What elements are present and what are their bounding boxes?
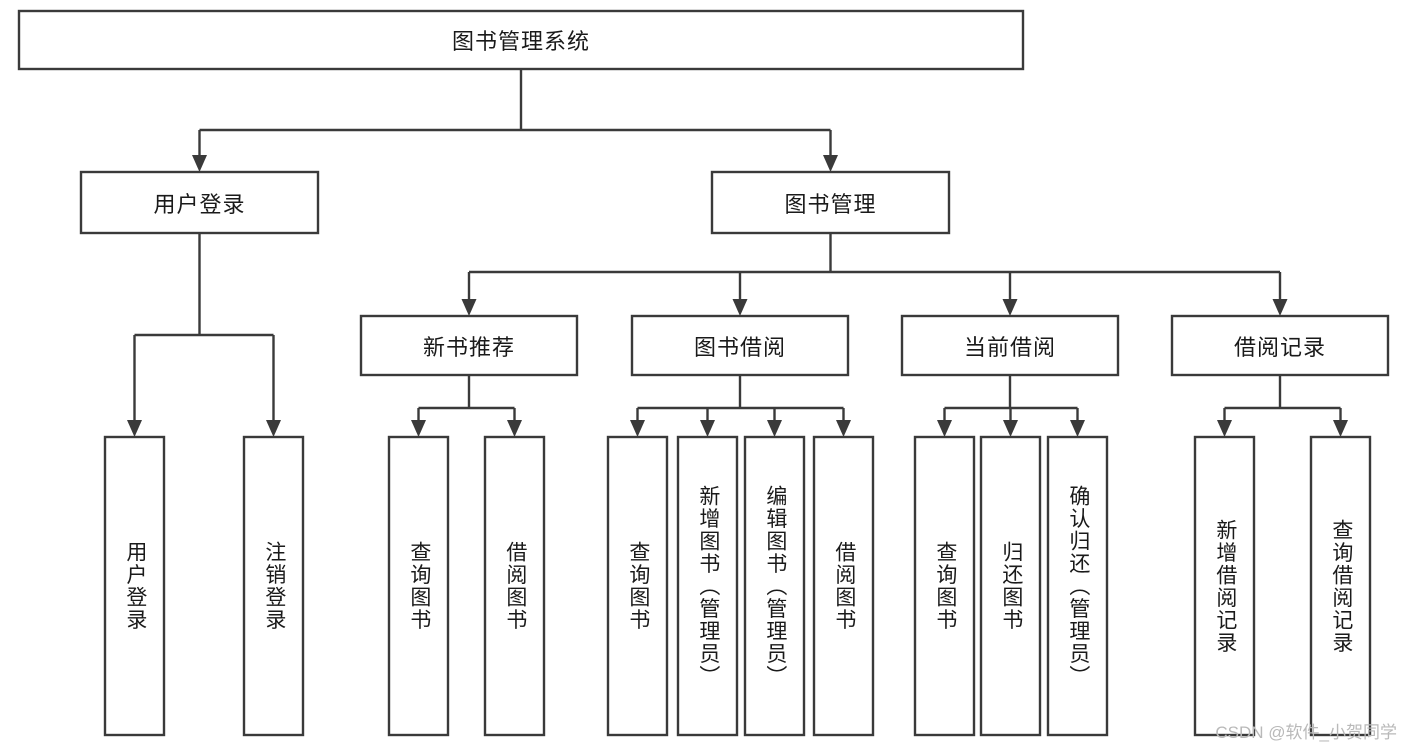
arrow-head-icon (732, 299, 748, 316)
node-l3_0-box (359, 314, 579, 377)
arrow-head-icon (700, 420, 715, 437)
node-leaf_1-box (242, 435, 305, 737)
edge-group-l2_0 (127, 233, 281, 437)
node-leaf_8-box (913, 435, 976, 737)
arrow-head-icon (266, 420, 281, 437)
arrow-head-icon (411, 420, 426, 437)
edge-group-l3_2 (937, 375, 1085, 437)
node-l2_1-box (710, 170, 951, 235)
arrow-head-icon (1003, 420, 1018, 437)
arrow-head-icon (192, 155, 207, 172)
arrow-head-icon (823, 155, 838, 172)
arrow-head-icon (767, 420, 782, 437)
node-leaf_4-box (606, 435, 669, 737)
edge-group-l2_1 (461, 233, 1288, 316)
node-root-box (17, 9, 1025, 71)
arrow-head-icon (127, 420, 142, 437)
node-l2_0-box (79, 170, 320, 235)
node-leaf_6-box (743, 435, 806, 737)
edge-group-l3_0 (411, 375, 522, 437)
node-leaf_2-box (387, 435, 450, 737)
arrow-head-icon (507, 420, 522, 437)
node-leaf_10-box (1046, 435, 1109, 737)
node-leaf_3-box (483, 435, 546, 737)
arrow-head-icon (836, 420, 851, 437)
arrow-head-icon (1217, 420, 1232, 437)
edge-group-l3_3 (1217, 375, 1348, 437)
node-leaf_11-box (1193, 435, 1256, 737)
node-l3_1-box (630, 314, 850, 377)
node-leaf_12-box (1309, 435, 1372, 737)
node-l3_2-box (900, 314, 1120, 377)
edge-group-l3_1 (630, 375, 851, 437)
box-layer (17, 9, 1390, 737)
node-leaf_7-box (812, 435, 875, 737)
arrow-head-icon (1002, 299, 1018, 316)
edge-group-root (192, 69, 838, 172)
arrow-head-icon (1070, 420, 1085, 437)
node-leaf_9-box (979, 435, 1042, 737)
arrow-head-icon (461, 299, 477, 316)
arrow-head-icon (630, 420, 645, 437)
node-l3_3-box (1170, 314, 1390, 377)
node-leaf_5-box (676, 435, 739, 737)
arrow-head-icon (937, 420, 952, 437)
arrow-head-icon (1272, 299, 1288, 316)
edge-layer (127, 69, 1348, 437)
node-leaf_0-box (103, 435, 166, 737)
arrow-head-icon (1333, 420, 1348, 437)
